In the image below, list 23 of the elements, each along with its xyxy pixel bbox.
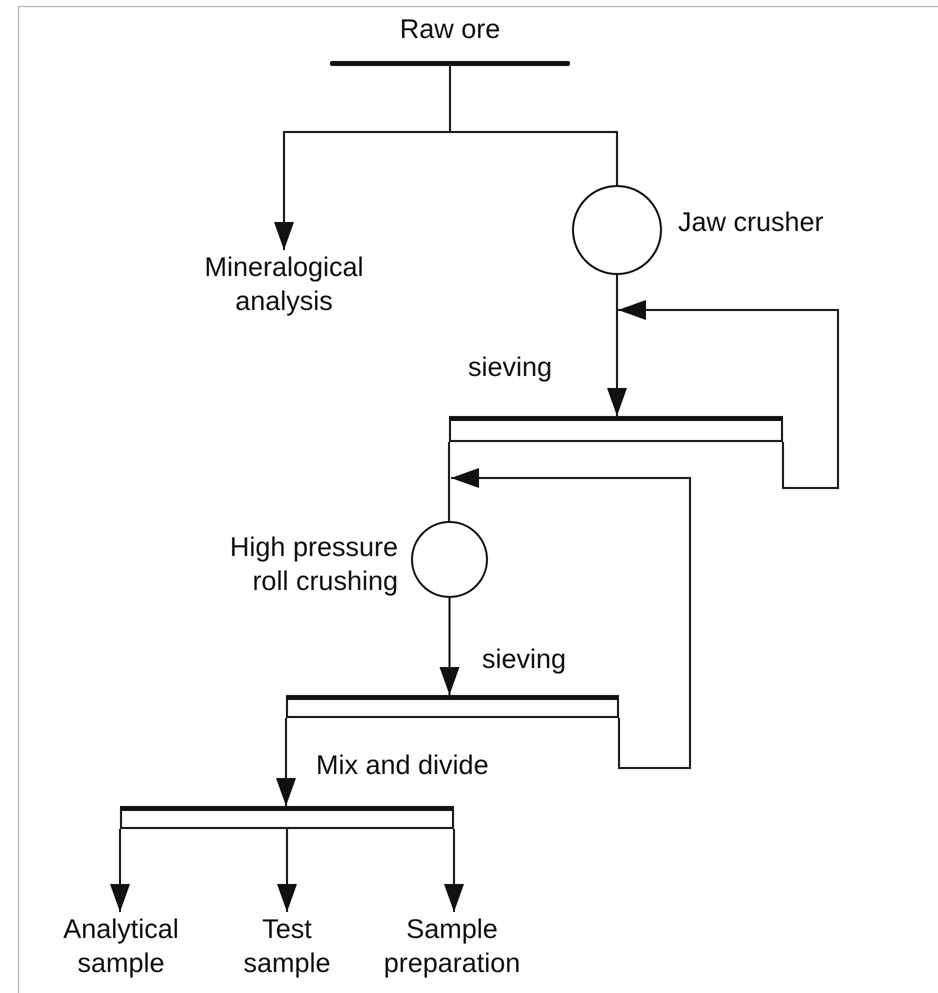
screen-deck: [286, 695, 619, 718]
flow-label: Raw ore: [398, 13, 502, 46]
flow-line: [449, 66, 618, 185]
flow-arrow: [607, 275, 627, 416]
process-label: sieving: [468, 351, 554, 384]
flow-arrow: [276, 718, 296, 806]
screen-deck: [120, 806, 454, 829]
recycle-arrow: [618, 300, 839, 489]
flow-arrow: [110, 829, 130, 912]
process-label: High pressure roll crushing: [228, 531, 398, 598]
product-label: Sample preparation: [382, 913, 522, 980]
process-label: sieving: [482, 643, 568, 676]
flow-line: [448, 442, 450, 521]
product-label: Mineralogical analysis: [203, 251, 365, 318]
flow-arrow: [277, 829, 297, 912]
recycle-arrow: [451, 468, 691, 769]
product-label: Analytical sample: [62, 913, 180, 980]
flow-arrow: [444, 829, 464, 912]
screen-deck: [449, 416, 783, 442]
flow-arrow: [440, 598, 460, 695]
product-label: Test sample: [242, 913, 332, 980]
process-label: Mix and divide: [316, 749, 490, 782]
process-label: Jaw crusher: [678, 206, 825, 239]
